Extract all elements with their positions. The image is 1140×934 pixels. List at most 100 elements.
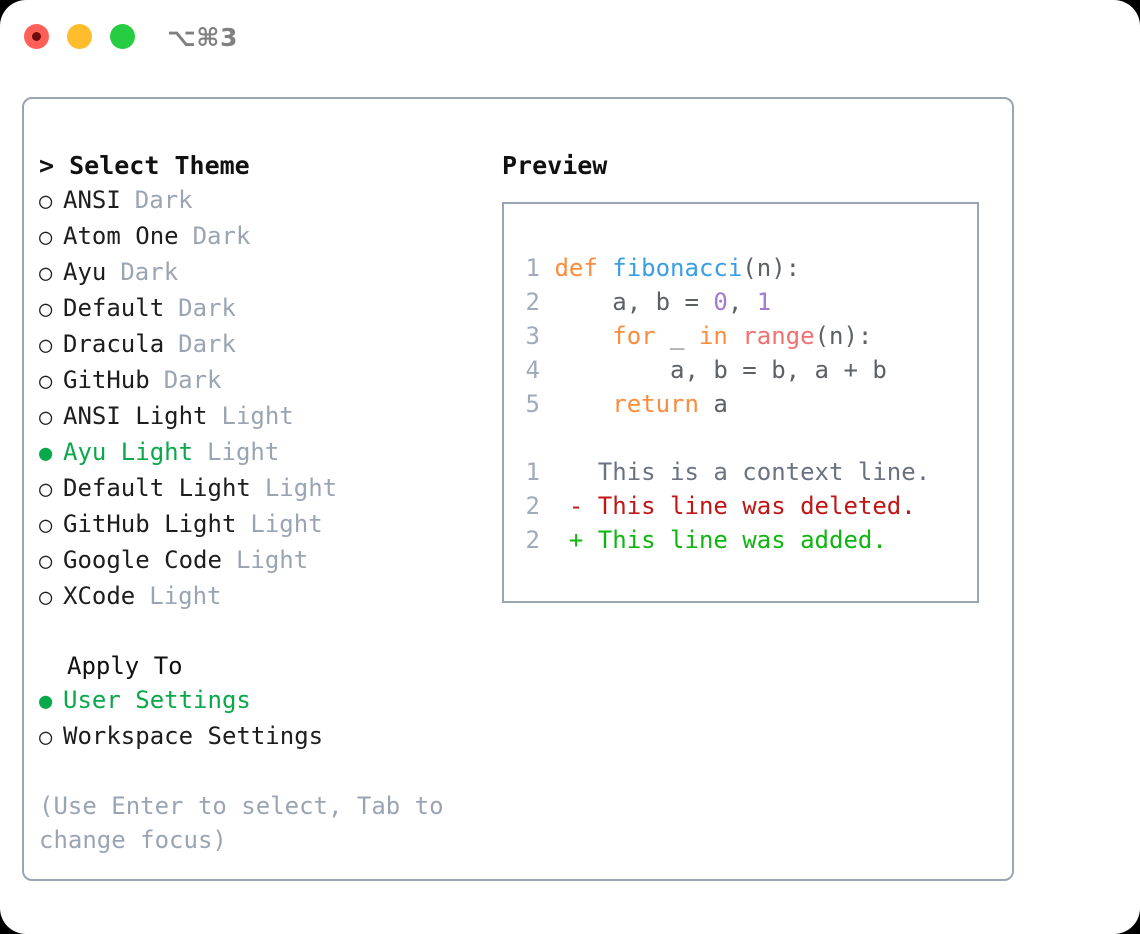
code-line: 2 a, b = 0, 1: [518, 285, 887, 319]
code-token: in: [698, 322, 728, 350]
code-line-number: 5: [525, 390, 540, 418]
code-token: _: [655, 322, 699, 350]
traffic-lights: [24, 24, 135, 49]
apply-to-heading: Apply To: [67, 652, 183, 680]
preview-heading: Preview: [502, 151, 608, 180]
diff-line-text: + This line was added.: [568, 526, 887, 554]
code-token: ,: [727, 288, 757, 316]
theme-option-label: Google Code: [63, 546, 222, 574]
diff-line: 1 This is a context line.: [518, 455, 931, 489]
theme-option-label: Default: [63, 294, 165, 322]
theme-option-kind: Light: [221, 402, 294, 430]
preview-column: Preview 1 def fibonacci(n):2 a, b = 0, 1…: [502, 149, 1002, 603]
theme-option-kind: Light: [235, 546, 309, 574]
diff-line-text: This is a context line.: [568, 458, 931, 486]
theme-option-label: GitHub: [63, 366, 150, 394]
theme-option-label: XCode: [63, 582, 136, 610]
radio-unselected-icon: ○: [39, 189, 53, 214]
radio-unselected-icon: ○: [39, 225, 53, 250]
radio-unselected-icon: ○: [39, 477, 53, 502]
keyboard-hint-text: (Use Enter to select, Tab to change focu…: [39, 792, 444, 854]
apply-to-option-label: Workspace Settings: [63, 722, 324, 750]
theme-option[interactable]: ● Ayu Light Light: [39, 435, 509, 471]
theme-option-label: ANSI Light: [63, 402, 208, 430]
theme-option[interactable]: ○ Ayu Dark: [39, 255, 509, 291]
theme-option-kind: Light: [250, 510, 323, 538]
theme-option[interactable]: ○ GitHub Light Light: [39, 507, 509, 543]
code-token: for: [612, 322, 656, 350]
theme-option-kind: Dark: [120, 258, 179, 286]
code-line: 4 a, b = b, a + b: [518, 353, 887, 387]
radio-unselected-icon: ○: [39, 549, 53, 574]
apply-to-list[interactable]: ●User Settings ○ Workspace Settings: [39, 683, 509, 755]
code-token: [728, 322, 742, 350]
diff-line: 2 + This line was added.: [518, 523, 930, 557]
code-token: return: [612, 390, 699, 418]
diff-line: 2 - This line was deleted.: [518, 489, 930, 523]
code-line-number: 2: [525, 288, 540, 316]
diff-line-number: 2: [525, 492, 540, 520]
spacer: [39, 615, 509, 649]
window-title-shortcut: ⌥⌘3: [167, 23, 238, 52]
theme-option[interactable]: ○ Default Dark: [39, 291, 509, 327]
code-line: 1 def fibonacci(n):: [518, 251, 887, 285]
code-token: (n):: [742, 254, 801, 282]
apply-to-option[interactable]: ●User Settings: [39, 683, 509, 719]
theme-option-kind: Light: [207, 438, 280, 466]
theme-option-kind: Dark: [192, 222, 251, 250]
theme-option[interactable]: ○ XCode Light: [39, 579, 509, 615]
code-token: 0: [713, 288, 728, 316]
diff-line-number: 1: [525, 458, 540, 486]
radio-unselected-icon: ○: [39, 585, 53, 610]
theme-option-label: ANSI: [63, 186, 121, 214]
theme-option[interactable]: ○ Google Code Light: [39, 543, 509, 579]
theme-option[interactable]: ○ Atom One Dark: [39, 219, 509, 255]
code-line-number: 1: [525, 254, 540, 282]
theme-option-label: Ayu: [63, 258, 107, 286]
theme-option-label: GitHub Light: [63, 510, 237, 538]
minimize-button[interactable]: [67, 24, 92, 49]
close-button[interactable]: [24, 24, 49, 49]
apply-to-option[interactable]: ○ Workspace Settings: [39, 719, 509, 755]
radio-selected-icon: ●: [39, 441, 53, 466]
code-line: 3 for _ in range(n):: [518, 319, 887, 353]
theme-option[interactable]: ○ ANSI Dark: [39, 183, 509, 219]
radio-unselected-icon: ○: [39, 261, 53, 286]
theme-option[interactable]: ○ ANSI Light Light: [39, 399, 509, 435]
code-token: [554, 322, 612, 350]
theme-option-kind: Dark: [178, 294, 236, 322]
code-token: def: [554, 254, 613, 282]
code-token: fibonacci: [612, 254, 743, 282]
theme-option-kind: Dark: [178, 330, 236, 358]
code-line: 5 return a: [518, 387, 887, 421]
theme-option[interactable]: ○ GitHub Dark: [39, 363, 509, 399]
maximize-button[interactable]: [110, 24, 135, 49]
theme-option-label: Ayu Light: [63, 438, 194, 466]
diff-preview: 1 This is a context line.2 - This line w…: [518, 455, 931, 557]
theme-option-kind: Light: [264, 474, 338, 502]
code-line-number: 4: [525, 356, 540, 384]
theme-option-kind: Dark: [163, 366, 222, 394]
radio-unselected-icon: ○: [39, 513, 53, 538]
radio-unselected-icon: ○: [39, 725, 53, 750]
theme-option-label: Atom One: [63, 222, 179, 250]
code-token: a: [698, 390, 728, 418]
code-token: (n):: [814, 322, 873, 350]
radio-unselected-icon: ○: [39, 405, 53, 430]
diff-line-number: 2: [525, 526, 540, 554]
theme-option-kind: Dark: [134, 186, 193, 214]
code-token: a, b =: [554, 288, 714, 316]
theme-option-kind: Light: [149, 582, 222, 610]
select-theme-heading: > Select Theme: [39, 151, 250, 180]
radio-unselected-icon: ○: [39, 297, 53, 322]
radio-unselected-icon: ○: [39, 369, 53, 394]
radio-unselected-icon: ○: [39, 333, 53, 358]
code-token: range: [742, 322, 815, 350]
